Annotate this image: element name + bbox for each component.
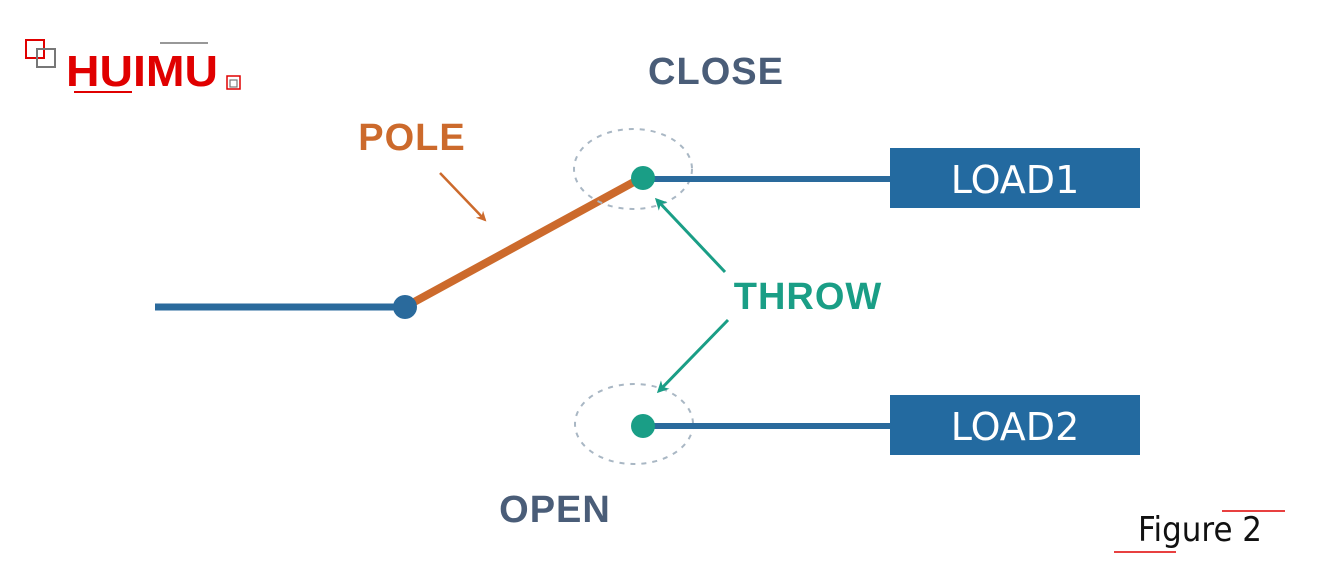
pole-pivot [393, 295, 417, 319]
load2-label: LOAD2 [951, 405, 1080, 449]
figure-caption-text: Figure 2 [1138, 510, 1262, 550]
throw-label: THROW [734, 276, 883, 318]
open-label: OPEN [499, 489, 611, 531]
pole-arrow [439, 172, 487, 222]
close-label: CLOSE [648, 51, 784, 93]
huimu-logo: HUIMU [25, 39, 241, 96]
figure-caption: Figure 2 [1114, 510, 1285, 553]
throw-arrow-up [654, 197, 727, 274]
load2-box: LOAD2 [890, 395, 1140, 455]
close-contact [631, 166, 655, 190]
logo-text: HUIMU [66, 47, 218, 96]
load1-box: LOAD1 [890, 148, 1140, 208]
throw-arrow-down [656, 318, 730, 394]
pole-label: POLE [358, 117, 465, 159]
load1-label: LOAD1 [951, 158, 1080, 202]
pole-arm [401, 173, 647, 311]
open-contact [631, 414, 655, 438]
close-contact-highlight [573, 128, 693, 210]
